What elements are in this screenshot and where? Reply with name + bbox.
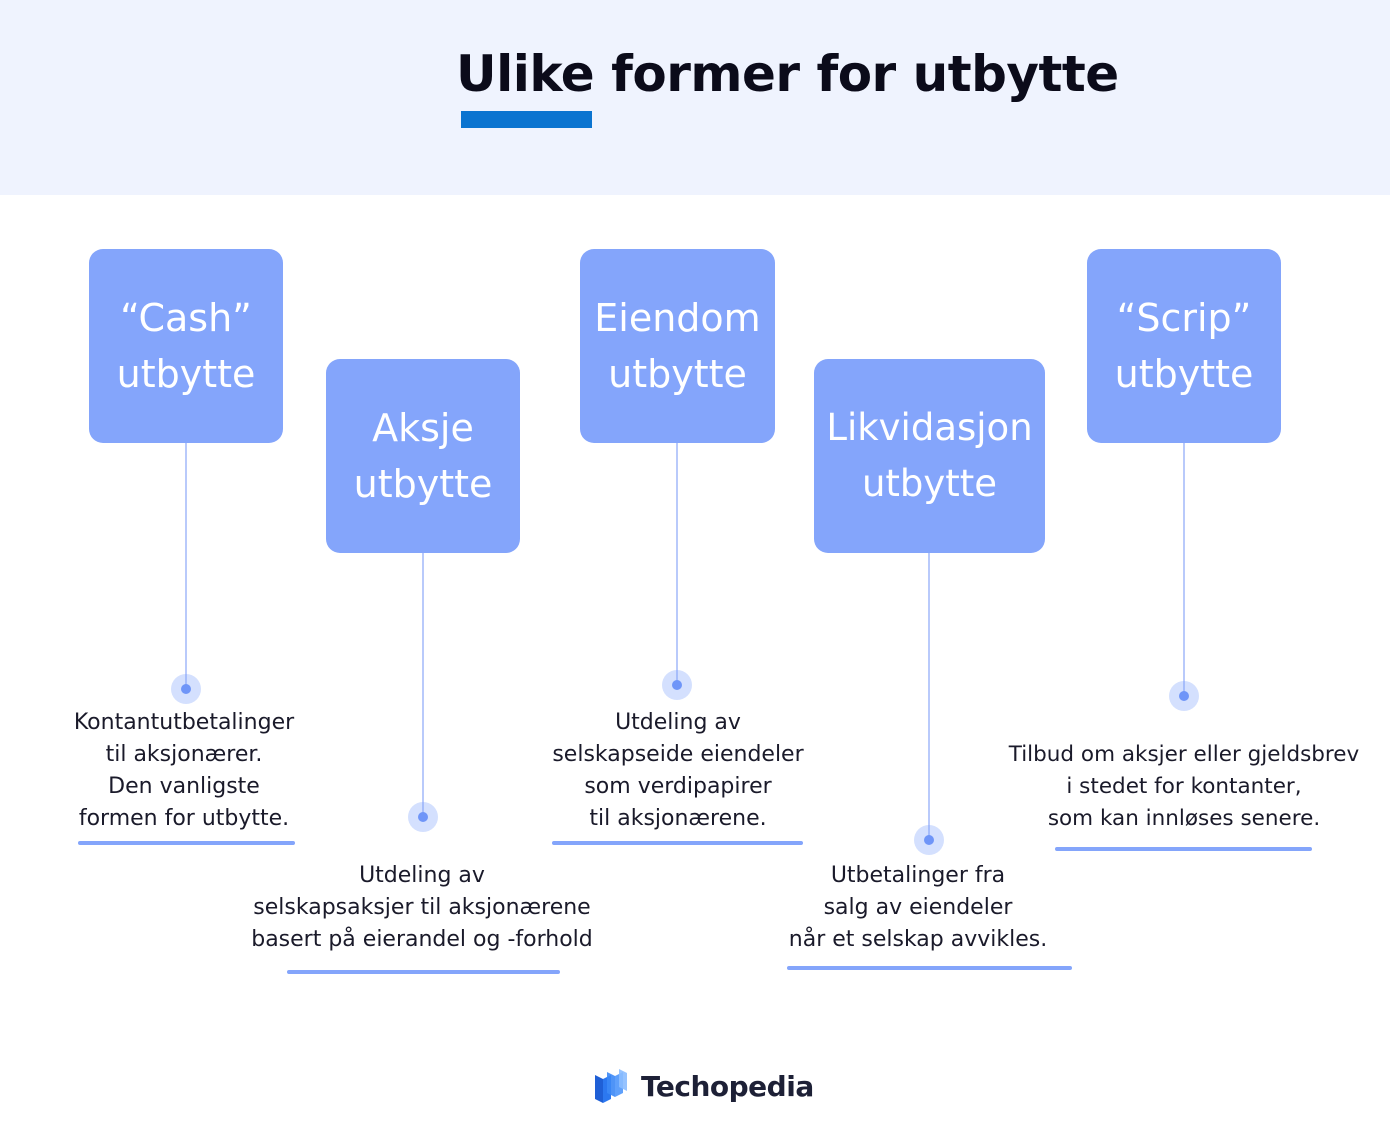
logo-text: Techopedia <box>641 1069 814 1103</box>
box-cash-dividend: “Cash” utbytte <box>89 249 283 443</box>
title-underline <box>461 111 592 128</box>
description-underline <box>287 970 560 974</box>
page-title: Ulike former for utbytte <box>456 45 1119 103</box>
description-line: Tilbud om aksjer eller gjeldsbrev <box>1008 742 1360 767</box>
description-line: som verdipapirer <box>584 774 772 799</box>
description-line: Utbetalinger fra <box>830 863 1006 888</box>
description-underline <box>787 966 1072 970</box>
connector-line <box>422 553 424 817</box>
description-cash: Kontantutbetalinger til aksjonærer. Den … <box>34 707 334 835</box>
description-line: til aksjonærene. <box>589 806 767 831</box>
box-stock-dividend: Aksje utbytte <box>326 359 520 553</box>
box-property-dividend: Eiendom utbytte <box>580 249 775 443</box>
box-line-1: Likvidasjon <box>826 406 1033 449</box>
description-line: basert på eierandel og -forhold <box>251 927 593 952</box>
box-line-2: utbytte <box>1114 352 1254 396</box>
box-line-1: Eiendom <box>594 296 761 340</box>
box-liquidation-dividend: Likvidasjon utbytte <box>814 359 1045 553</box>
description-underline <box>78 841 295 845</box>
description-line: salg av eiendeler <box>823 895 1013 920</box>
techopedia-logo: Techopedia <box>593 1066 814 1106</box>
connector-line <box>928 553 930 840</box>
description-line: som kan innløses senere. <box>1047 806 1321 831</box>
description-property: Utdeling av selskapseide eiendeler som v… <box>518 707 838 835</box>
description-line: selskapsaksjer til aksjonærene <box>253 895 591 920</box>
box-line-2: utbytte <box>608 352 747 396</box>
description-line: Utdeling av <box>359 863 485 888</box>
node-dot <box>171 674 201 704</box>
box-line-1: “Cash” <box>120 296 252 340</box>
box-line-2: utbytte <box>353 462 493 506</box>
description-underline <box>1055 847 1312 851</box>
box-scrip-dividend: “Scrip” utbytte <box>1087 249 1281 443</box>
description-stock: Utdeling av selskapsaksjer til aksjonære… <box>222 860 622 956</box>
box-line-1: “Scrip” <box>1116 296 1252 340</box>
description-line: Utdeling av <box>615 710 741 735</box>
node-dot <box>1169 681 1199 711</box>
box-line-2: utbytte <box>861 462 998 505</box>
node-dot <box>662 670 692 700</box>
description-line: til aksjonærer. <box>105 742 263 767</box>
description-underline <box>552 841 803 845</box>
node-dot <box>914 825 944 855</box>
description-line: Kontantutbetalinger <box>73 710 295 735</box>
box-line-1: Aksje <box>372 406 474 450</box>
box-line-2: utbytte <box>116 352 256 396</box>
description-liquidation: Utbetalinger fra salg av eiendeler når e… <box>768 860 1068 956</box>
connector-line <box>185 443 187 689</box>
description-line: selskapseide eiendeler <box>552 742 804 767</box>
description-line: Den vanligste <box>108 774 260 799</box>
node-dot <box>408 802 438 832</box>
header-band <box>0 0 1390 195</box>
description-line: formen for utbytte. <box>78 806 290 831</box>
description-scrip: Tilbud om aksjer eller gjeldsbrev i sted… <box>980 739 1388 835</box>
connector-line <box>676 443 678 685</box>
description-line: når et selskap avvikles. <box>788 927 1048 952</box>
connector-line <box>1183 443 1185 696</box>
description-line: i stedet for kontanter, <box>1066 774 1302 799</box>
techopedia-logo-icon <box>595 1069 627 1103</box>
